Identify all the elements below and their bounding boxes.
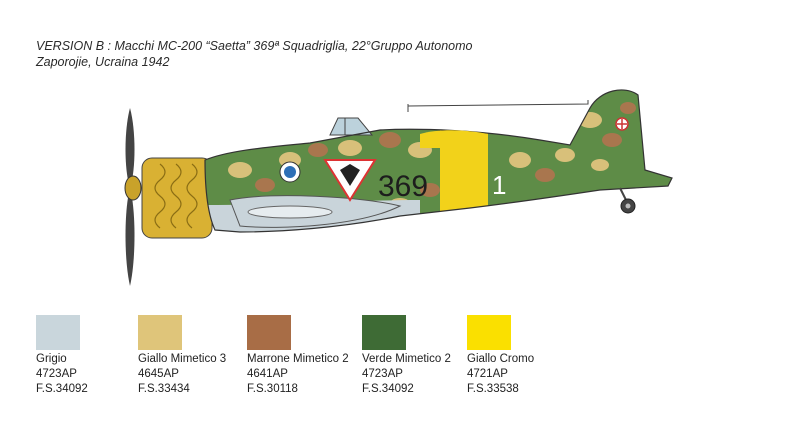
color-chip <box>362 315 406 350</box>
antenna-wire <box>407 100 589 112</box>
swatch-fs: F.S.33434 <box>138 383 190 395</box>
tail-cross-insignia <box>615 117 629 131</box>
squadron-emblem <box>323 159 377 202</box>
swatch-fs: F.S.33538 <box>467 383 519 395</box>
aircraft-profile-illustration: 369 1 <box>124 89 673 286</box>
swatch-code: 4645AP <box>138 368 179 380</box>
swatch-code: 4723AP <box>36 368 77 380</box>
propeller-blade-lower <box>125 188 135 286</box>
swatch-marrone-mimetico-2: Marrone Mimetico 2 4641AP F.S.30118 <box>247 315 387 397</box>
fuselage-outline <box>204 89 673 233</box>
swatch-name: Verde Mimetico 2 <box>362 353 451 365</box>
wing-yellow-tip <box>420 130 488 148</box>
swatch-fs: F.S.34092 <box>36 383 88 395</box>
profile-caption: VERSION B : Macchi MC-200 “Saetta” 369ª … <box>36 38 472 70</box>
swatch-name: Giallo Mimetico 3 <box>138 353 227 365</box>
swatch-code: 4721AP <box>467 368 508 380</box>
swatch-name: Grigio <box>36 353 67 365</box>
propeller <box>124 108 142 286</box>
fuselage-number: 369 <box>378 170 428 203</box>
color-chip <box>138 315 182 350</box>
engine-cowling <box>141 157 213 239</box>
caption-title: VERSION B : Macchi MC-200 “Saetta” 369ª … <box>36 39 473 53</box>
propeller-spinner <box>124 175 142 201</box>
color-chip <box>247 315 291 350</box>
color-chip <box>36 315 80 350</box>
swatch-name: Marrone Mimetico 2 <box>247 353 349 365</box>
color-chip <box>467 315 511 350</box>
caption-location: Zaporojie, Ucraina 1942 <box>36 55 170 69</box>
color-legend: Grigio 4723AP F.S.34092 Giallo Mimetico … <box>0 315 800 415</box>
swatch-verde-mimetico-2: Verde Mimetico 2 4723AP F.S.34092 <box>362 315 502 397</box>
swatch-fs: F.S.34092 <box>362 383 414 395</box>
tail-wheel <box>619 187 636 214</box>
swatch-giallo-cromo: Giallo Cromo 4721AP F.S.33538 <box>467 315 607 397</box>
swatch-fs: F.S.30118 <box>247 383 298 395</box>
aft-number: 1 <box>492 170 506 200</box>
wing-fairing <box>247 205 333 219</box>
swatch-name: Giallo Cromo <box>467 353 535 365</box>
propeller-blade-upper <box>125 108 135 188</box>
swatch-code: 4641AP <box>247 368 288 380</box>
swatch-grigio: Grigio 4723AP F.S.34092 <box>36 315 176 397</box>
swatch-code: 4723AP <box>362 368 403 380</box>
swatch-giallo-mimetico-3: Giallo Mimetico 3 4645AP F.S.33434 <box>138 315 278 397</box>
italian-roundel <box>279 161 301 183</box>
cockpit-canopy <box>329 117 374 136</box>
